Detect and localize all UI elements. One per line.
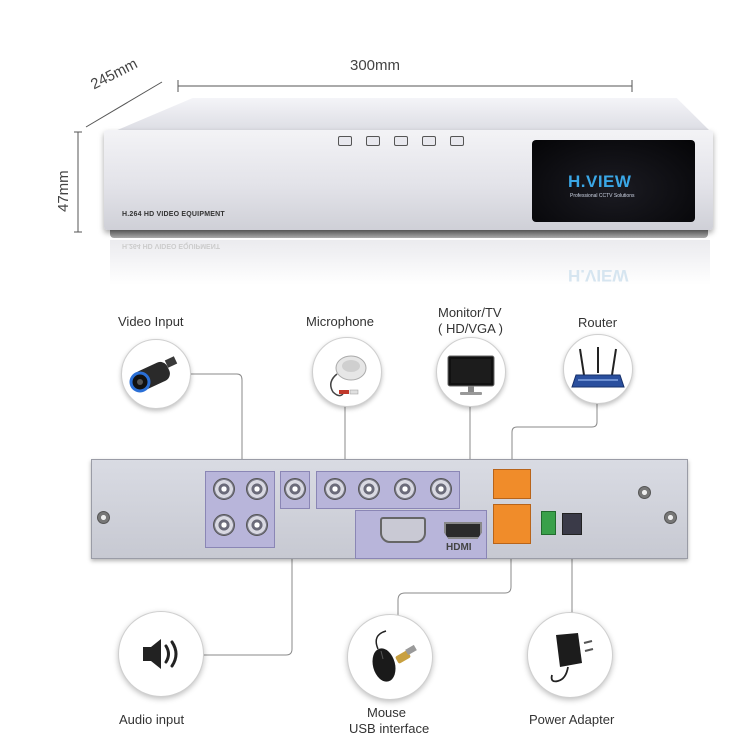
video-in-port-2 — [246, 478, 268, 500]
power-adapter-label: Power Adapter — [529, 712, 615, 727]
ground-screw — [638, 486, 651, 499]
dvr-reflection — [110, 240, 710, 285]
power-adapter-icon — [550, 633, 594, 683]
speaker-icon — [143, 639, 178, 669]
hdmi-port — [444, 522, 482, 539]
front-equipment-label: H.264 HD VIDEO EQUIPMENT — [122, 211, 225, 218]
mouse-label-line1: Mouse — [367, 705, 407, 720]
mouse-circle — [347, 614, 433, 700]
front-button-1 — [338, 136, 352, 146]
video-in-port-1 — [213, 478, 235, 500]
reflection-label: H.264 HD VIDEO EQUIPMENT — [122, 242, 221, 249]
camera-icon — [129, 356, 178, 393]
mouse-icon — [372, 630, 417, 682]
audio-port-4 — [430, 478, 452, 500]
front-button-4 — [422, 136, 436, 146]
reflection-logo: H.VIEW — [568, 266, 629, 285]
front-button-2 — [366, 136, 380, 146]
video-in-port-4 — [246, 514, 268, 536]
microphone-label: Microphone — [306, 314, 374, 329]
power-jack — [562, 513, 582, 535]
monitor-circle — [436, 337, 506, 407]
audio-port-1 — [324, 478, 346, 500]
brand-subtitle: Professional CCTV Solutions — [570, 193, 635, 199]
hdmi-port-label: HDMI — [446, 542, 472, 553]
front-button-3 — [394, 136, 408, 146]
video-input-circle — [121, 339, 191, 409]
rear-screw-left — [97, 511, 110, 524]
microphone-icon — [330, 355, 367, 397]
rear-screw-right — [664, 511, 677, 524]
front-button-5 — [450, 136, 464, 146]
dvr-top-surface — [108, 98, 713, 134]
width-dimension: 300mm — [350, 57, 401, 74]
vga-port — [380, 517, 426, 543]
audio-port-2 — [358, 478, 380, 500]
monitor-icon — [447, 355, 495, 395]
usb-ports — [493, 504, 531, 544]
router-circle — [563, 334, 633, 404]
audio-input-circle — [118, 611, 204, 697]
brand-display-panel — [532, 140, 695, 222]
rj45-port — [493, 469, 531, 499]
monitor-label-line2: ( HD/VGA ) — [438, 321, 504, 336]
line-video-input — [190, 373, 243, 472]
rs485-terminal — [541, 511, 556, 535]
microphone-circle — [312, 337, 382, 407]
audio-in-port — [284, 478, 306, 500]
router-label: Router — [578, 315, 618, 330]
video-input-label: Video Input — [118, 314, 184, 329]
dvr-front-base — [110, 230, 708, 238]
video-in-port-3 — [213, 514, 235, 536]
line-audio-input — [186, 500, 293, 656]
monitor-label-line1: Monitor/TV — [438, 305, 502, 320]
power-adapter-circle — [527, 612, 613, 698]
mouse-label-line2: USB interface — [349, 721, 430, 736]
line-router — [511, 401, 598, 469]
router-icon — [571, 347, 625, 388]
line-mouse — [397, 552, 512, 624]
audio-input-label: Audio input — [119, 712, 185, 727]
audio-port-3 — [394, 478, 416, 500]
brand-logo: H.VIEW — [568, 172, 632, 191]
